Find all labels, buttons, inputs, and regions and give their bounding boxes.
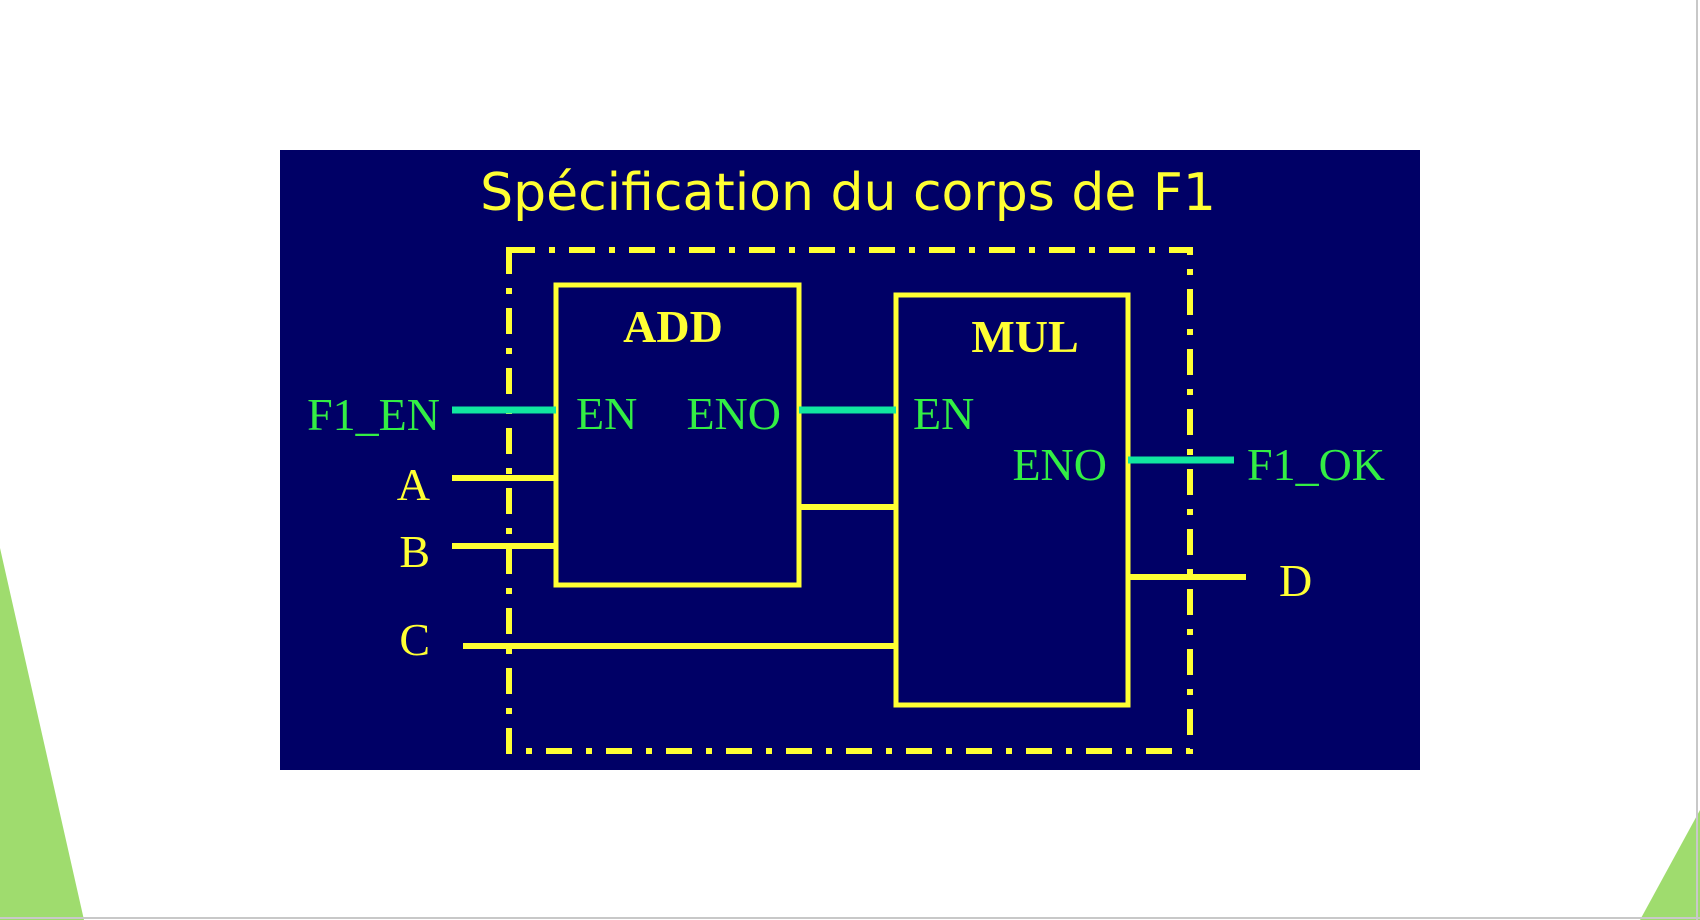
diagram-title: Spécification du corps de F1	[480, 163, 1216, 223]
add-en-port-label: EN	[576, 388, 637, 439]
output-f1-ok-label: F1_OK	[1247, 439, 1385, 490]
left-green-accent	[0, 548, 84, 920]
mul-block-frame	[893, 292, 1131, 708]
add-block-frame	[553, 282, 802, 588]
f1-body-boundary	[506, 247, 1193, 754]
input-c-label: C	[399, 614, 430, 665]
add-block: ADD EN ENO	[553, 282, 802, 588]
output-d-label: D	[1279, 555, 1312, 606]
add-block-name: ADD	[623, 301, 723, 352]
mul-block-name: MUL	[971, 311, 1078, 362]
add-eno-port-label: ENO	[686, 388, 781, 439]
mul-eno-port-label: ENO	[1012, 439, 1107, 490]
input-b-label: B	[399, 526, 430, 577]
input-f1-en-label: F1_EN	[307, 389, 440, 440]
mul-block: MUL EN ENO	[893, 292, 1131, 708]
right-green-accent	[1640, 810, 1700, 920]
input-a-label: A	[397, 459, 430, 510]
mul-en-port-label: EN	[913, 388, 974, 439]
